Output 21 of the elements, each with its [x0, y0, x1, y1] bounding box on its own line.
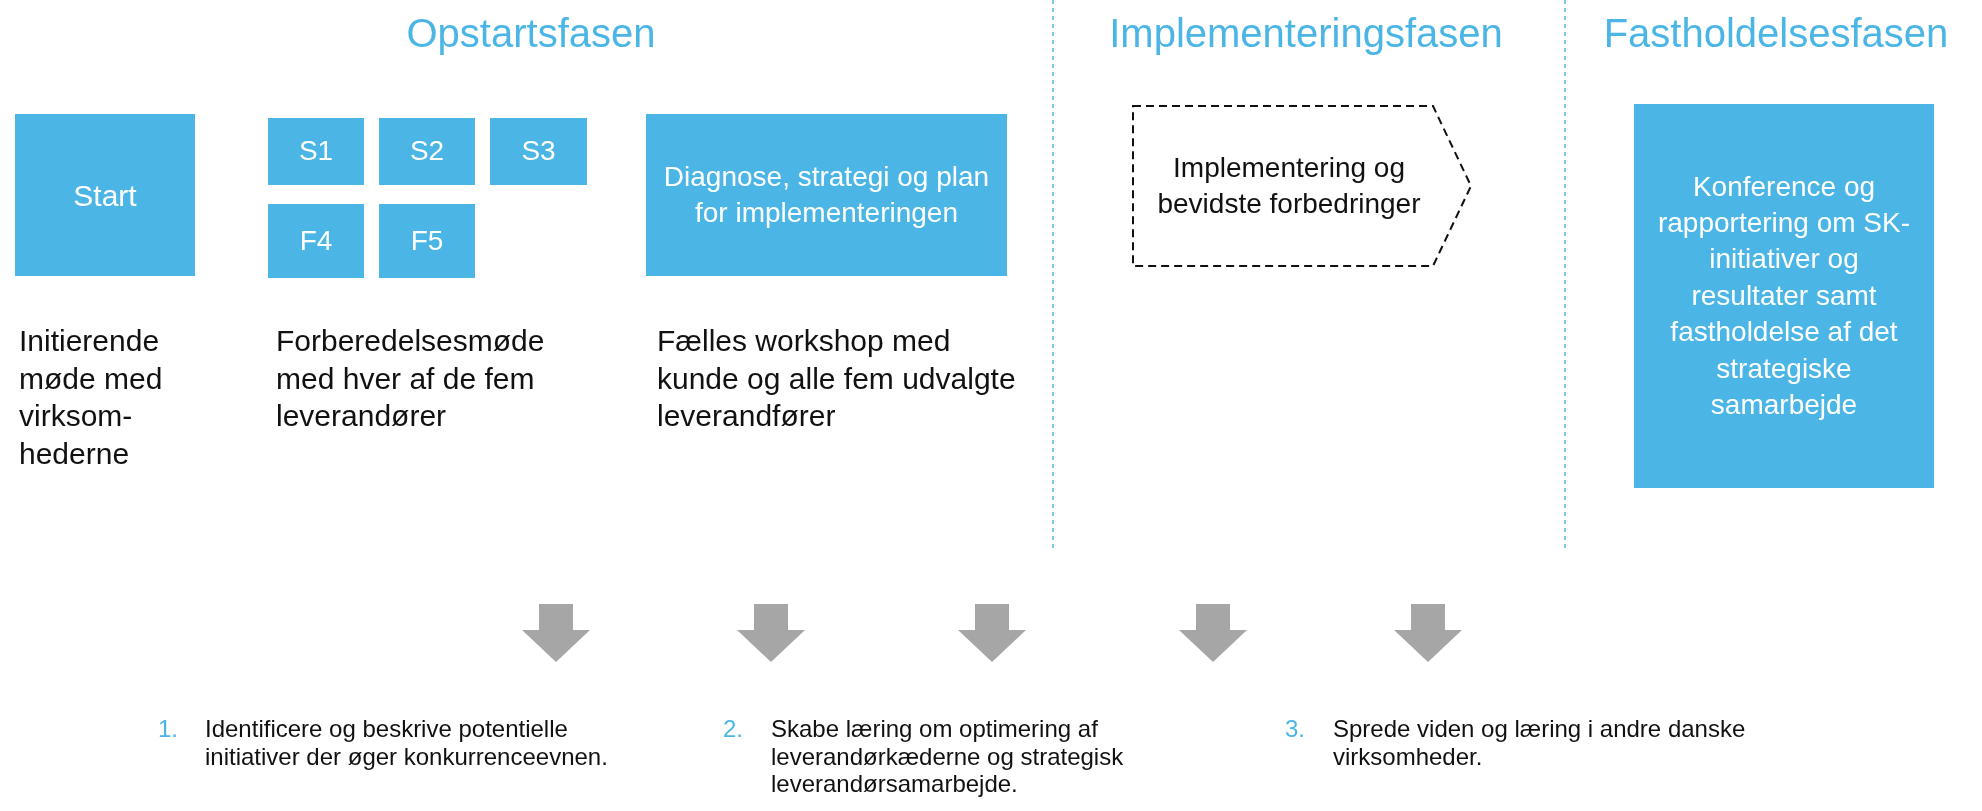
process-box: Diagnose, strategi og plan for implementeringen — [646, 114, 1007, 276]
step-description: Fælles workshop med kunde og alle fem udvalgte leverandfører — [657, 323, 1017, 434]
goal-text: Skabe læring om optimering af leverandørkæderne og strategisk leverandørsamarbejde. — [771, 715, 1125, 798]
phase-heading: Opstartsfasen — [405, 10, 657, 57]
phase-heading: Fastholdelsesfasen — [1602, 10, 1950, 57]
process-box: S1 — [268, 118, 364, 185]
process-box: F4 — [268, 204, 364, 278]
dashed-pentagon-box: Implementering og bevidste forbedringer — [1131, 104, 1473, 268]
list-number: 3. — [1285, 715, 1306, 743]
process-box: S2 — [379, 118, 475, 185]
phase-heading: Implementeringsfasen — [1108, 10, 1504, 57]
process-box: F5 — [379, 204, 475, 278]
goal-text: Identificere og beskrive potentielle initiativer der øger konkurrenceevnen. — [205, 715, 609, 771]
step-description: Initierende møde med virksom-hederne — [19, 323, 164, 472]
process-box: S3 — [490, 118, 587, 185]
list-number: 2. — [723, 715, 744, 743]
goal-text: Sprede viden og læring i andre danske virksomheder. — [1333, 715, 1747, 771]
process-box: Start — [15, 114, 195, 276]
process-box: Konference og rapportering om SK-initiativer og resultater samt fastholdelse af det strategiske samarbejde — [1634, 104, 1934, 488]
step-description: Forberedelsesmøde med hver af de fem leverandører — [276, 323, 546, 434]
list-number: 1. — [158, 715, 179, 743]
